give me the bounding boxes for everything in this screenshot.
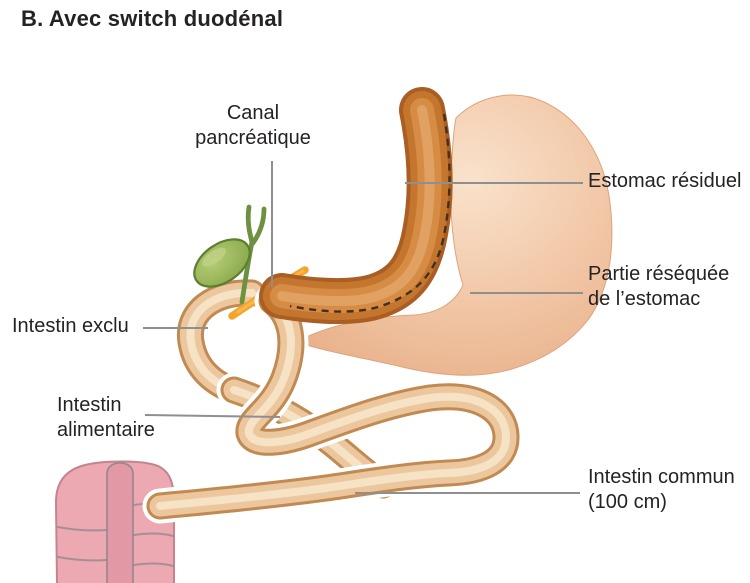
resected-stomach [295,94,613,376]
label-line: Intestin exclu [12,315,129,337]
label-line: Intestin [57,394,122,416]
pointer-lines [143,161,583,494]
label-partie-resequee: Partie réséquée de l’estomac [588,262,729,312]
label-line: Estomac résiduel [588,170,742,192]
common-bile-duct [239,239,255,305]
label-line: pancréatique [195,127,311,149]
label-line: (100 cm) [588,491,667,513]
label-estomac-residuel: Estomac résiduel [588,169,741,194]
gallbladder-highlight [202,247,226,267]
gallbladder [193,204,267,305]
diagram-title: B. Avec switch duodénal [21,6,284,31]
bile-duct [245,204,255,245]
label-line: Intestin commun [588,466,735,488]
pointer-intestin-alimentaire [144,414,281,418]
label-line: de l’estomac [588,288,701,310]
label-line: Canal [226,102,280,124]
colon [54,460,175,583]
label-intestin-alimentaire: Intestin alimentaire [57,393,155,443]
gallbladder-body [193,238,251,288]
label-line: Partie réséquée [588,263,730,285]
bile-duct [250,206,267,246]
label-intestin-commun: Intestin commun (100 cm) [588,465,735,515]
label-canal-pancreatique: Canal pancréatique [172,101,334,151]
label-line: alimentaire [57,419,155,441]
colon-taenia-band [106,462,134,583]
label-intestin-exclu: Intestin exclu [12,314,129,339]
